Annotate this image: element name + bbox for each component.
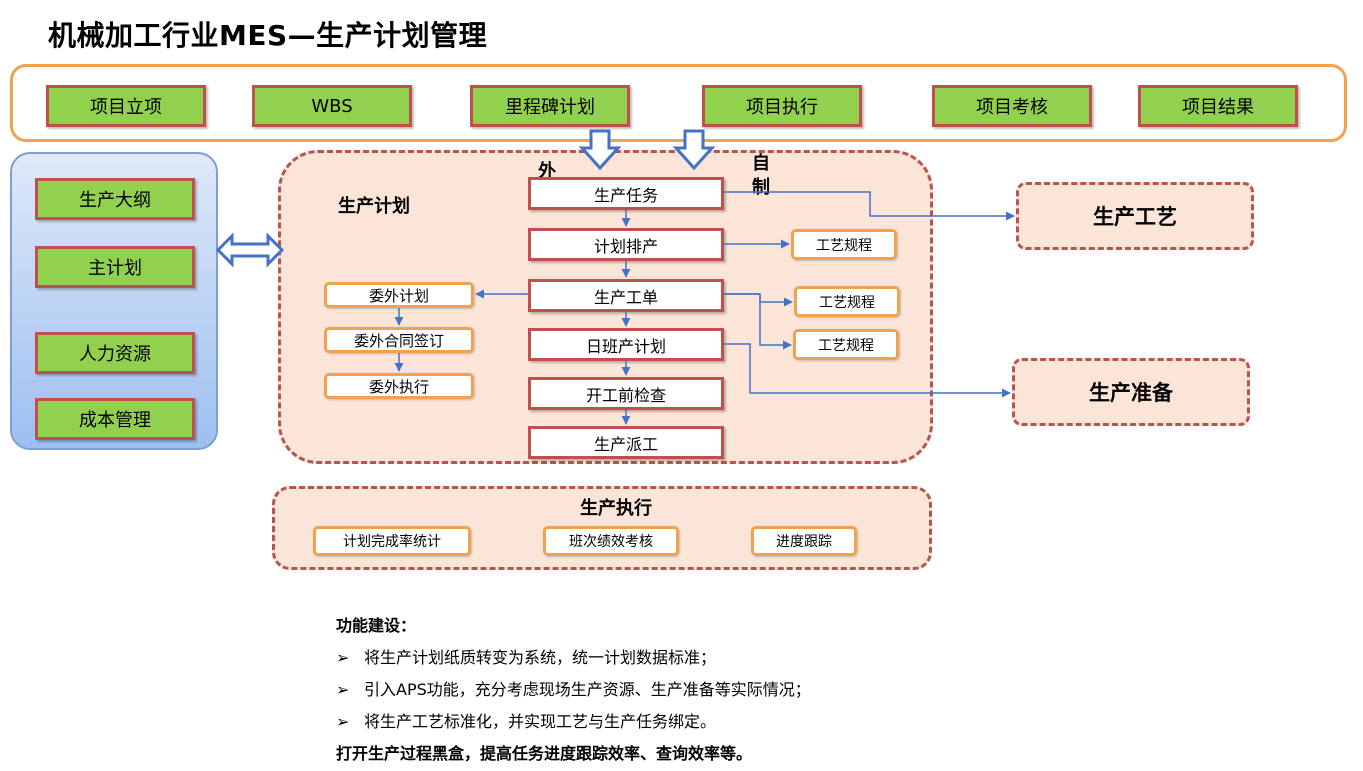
production-prep-box[interactable]: 生产准备 [1012, 358, 1250, 426]
down-arrow-self-made-icon [672, 129, 716, 171]
function-bullet-text: 引入APS功能，充分考虑现场生产资源、生产准备等实际情况； [364, 680, 811, 699]
outsourcing-char-1: 外 [538, 161, 556, 182]
flow-pre-start-check[interactable]: 开工前检查 [528, 377, 724, 410]
function-conclusion: 打开生产过程黑盒，提高任务进度跟踪效率、查询效率等。 [336, 744, 753, 763]
top-item-wbs[interactable]: WBS [252, 85, 412, 127]
function-bullet: ➢ 引入APS功能，充分考虑现场生产资源、生产准备等实际情况； [336, 674, 811, 706]
top-item-project-assessment[interactable]: 项目考核 [932, 85, 1092, 127]
down-arrow-outsourcing-icon [578, 129, 622, 171]
flow-work-order[interactable]: 生产工单 [528, 279, 724, 312]
left-item-cost-management[interactable]: 成本管理 [35, 398, 195, 440]
process-spec-2[interactable]: 工艺规程 [794, 286, 900, 317]
page-title: 机械加工行业MES—生产计划管理 [48, 19, 488, 52]
left-item-production-outline[interactable]: 生产大纲 [35, 178, 195, 220]
flow-daily-shift-plan[interactable]: 日班产计划 [528, 328, 724, 361]
left-item-human-resources[interactable]: 人力资源 [35, 332, 195, 374]
function-bullet-text: 将生产工艺标准化，并实现工艺与生产任务绑定。 [364, 712, 717, 731]
process-spec-3[interactable]: 工艺规程 [793, 329, 899, 360]
function-bullet: ➢ 将生产工艺标准化，并实现工艺与生产任务绑定。 [336, 706, 811, 738]
bullet-arrow-icon: ➢ [336, 648, 350, 667]
function-bullet: ➢ 将生产计划纸质转变为系统，统一计划数据标准； [336, 642, 811, 674]
flow-scheduling[interactable]: 计划排产 [528, 228, 724, 261]
flow-production-task[interactable]: 生产任务 [528, 177, 724, 210]
exec-progress-tracking[interactable]: 进度跟踪 [751, 526, 857, 556]
function-bullet-text: 将生产计划纸质转变为系统，统一计划数据标准； [364, 648, 717, 667]
function-heading: 功能建设： [336, 616, 417, 635]
flow-dispatch[interactable]: 生产派工 [528, 426, 724, 459]
process-spec-1[interactable]: 工艺规程 [791, 229, 897, 260]
outsourcing-contract[interactable]: 委外合同签订 [324, 327, 474, 353]
production-execution-title: 生产执行 [580, 498, 652, 519]
production-craft-box[interactable]: 生产工艺 [1016, 182, 1254, 250]
function-section: 功能建设： ➢ 将生产计划纸质转变为系统，统一计划数据标准； ➢ 引入APS功能… [336, 610, 811, 770]
top-item-project-result[interactable]: 项目结果 [1138, 85, 1298, 127]
double-arrow-icon [215, 232, 285, 268]
top-item-project-execution[interactable]: 项目执行 [702, 85, 862, 127]
self-made-char-1: 自 [752, 153, 770, 174]
bullet-arrow-icon: ➢ [336, 680, 350, 699]
exec-shift-performance[interactable]: 班次绩效考核 [543, 526, 679, 556]
top-item-project-initiation[interactable]: 项目立项 [46, 85, 206, 127]
outsourcing-plan[interactable]: 委外计划 [324, 282, 474, 308]
outsourcing-execution[interactable]: 委外执行 [324, 373, 474, 399]
exec-plan-completion-stats[interactable]: 计划完成率统计 [313, 526, 471, 556]
production-plan-title: 生产计划 [338, 196, 410, 217]
project-lifecycle-bar [10, 64, 1347, 142]
top-item-milestone-plan[interactable]: 里程碑计划 [470, 85, 630, 127]
left-item-master-plan[interactable]: 主计划 [35, 246, 195, 288]
bullet-arrow-icon: ➢ [336, 712, 350, 731]
